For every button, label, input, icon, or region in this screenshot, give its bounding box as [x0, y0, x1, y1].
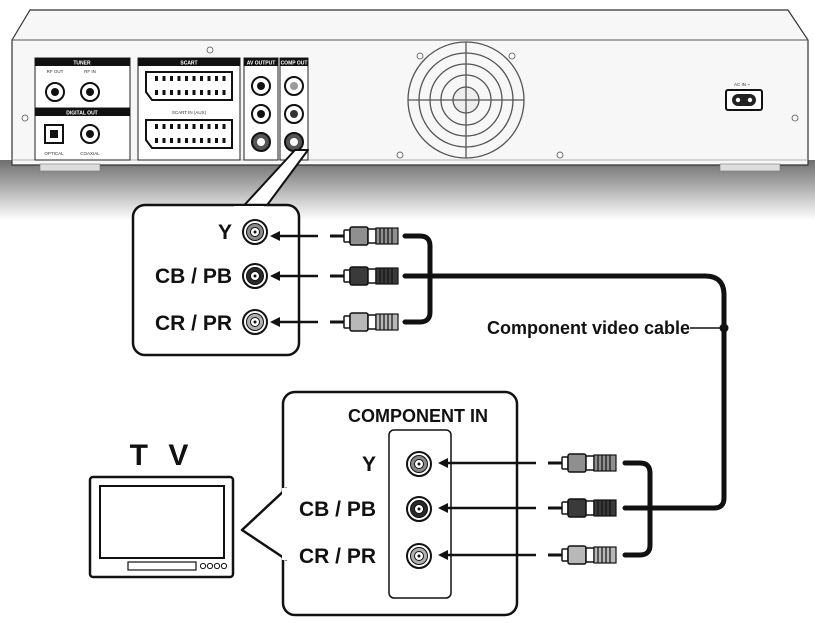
tv-cb-pb-label: CB / PB	[299, 498, 376, 521]
scart-label: SCART	[180, 61, 197, 67]
player-cr-pr-label: CR / PR	[155, 312, 232, 335]
tv-screen	[99, 485, 225, 559]
scart-aux-label: SCART IN (AUX)	[172, 110, 207, 115]
av-output-label: AV OUTPUT	[247, 61, 276, 67]
player-arrows	[278, 234, 318, 324]
player-y-label: Y	[218, 221, 232, 244]
tv-cr-pr-plug	[546, 544, 618, 566]
scart-pin	[185, 76, 188, 81]
scart-pin	[215, 138, 218, 143]
scart-pin	[215, 76, 218, 81]
scart-pin	[177, 124, 181, 129]
scart-pin	[162, 138, 166, 143]
scart-pin	[222, 138, 226, 143]
tv-title: T V	[130, 439, 195, 472]
dvd-player-rear: TUNER RF OUT RF IN DIGITAL OUT OPTICAL C…	[0, 9, 815, 220]
tv-set: T V	[88, 439, 235, 579]
scart-pin	[170, 124, 173, 129]
scart-pin	[177, 138, 181, 143]
component-in-title: COMPONENT IN	[348, 406, 488, 426]
scart-pin	[207, 124, 211, 129]
av-output-panel: AV OUTPUT	[243, 57, 279, 161]
tv-y-plug	[546, 452, 618, 474]
device-foot-left	[39, 163, 101, 172]
coaxial-label: COAXIAL	[80, 151, 100, 156]
player-cb-pb-jack	[242, 263, 268, 289]
scart-pin	[215, 90, 218, 95]
tv-callout: COMPONENT IN Y CB / PB CR / PR	[240, 390, 519, 617]
scart-pin	[170, 90, 173, 95]
scart-pin	[207, 76, 211, 81]
tv-arrows	[446, 461, 536, 557]
scart-pin	[222, 124, 226, 129]
player-cr-pr-jack	[242, 309, 268, 335]
digital-out-panel: DIGITAL OUT OPTICAL COAXIAL	[34, 107, 131, 161]
scart-pin	[155, 124, 158, 129]
ac-in-label: AC IN ~	[734, 82, 750, 87]
tv-cr-pr-label: CR / PR	[299, 545, 376, 568]
tv-y-jack	[406, 451, 432, 477]
scart-pin	[162, 90, 166, 95]
scart-pin	[170, 138, 173, 143]
scart-pin	[200, 138, 203, 143]
tv-buttons	[199, 562, 228, 570]
scart-pin	[162, 76, 166, 81]
scart-pin	[192, 138, 196, 143]
scart-pin	[207, 138, 211, 143]
tv-cb-pb-jack	[406, 496, 432, 522]
device-foot-right	[719, 163, 781, 172]
scart-pin	[192, 90, 196, 95]
scart-pin	[222, 76, 226, 81]
player-callout: Y CB / PB CR / PR	[131, 149, 309, 357]
scart-pin	[155, 138, 158, 143]
player-cb-pb-plug	[328, 265, 400, 287]
rf-out-label: RF OUT	[47, 69, 64, 74]
scart-pin	[215, 124, 218, 129]
scart-pin	[177, 90, 181, 95]
scart-panel: SCART SCART IN (AUX)	[137, 57, 241, 161]
scart-connector-2	[145, 119, 233, 149]
scart-pin	[185, 138, 188, 143]
rf-in-label: RF IN	[84, 69, 96, 74]
tv-control-strip	[127, 561, 197, 571]
tv-y-label: Y	[362, 453, 376, 476]
digital-out-label: DIGITAL OUT	[66, 111, 97, 117]
player-y-plug	[328, 225, 400, 247]
scart-pin	[200, 76, 203, 81]
tuner-label: TUNER	[73, 61, 91, 67]
fan-grille	[407, 41, 525, 159]
ac-in-socket: AC IN ~	[725, 82, 763, 111]
component-cable	[402, 233, 727, 558]
player-cb-pb-label: CB / PB	[155, 265, 232, 288]
comp-out-label: COMP OUT	[281, 61, 308, 67]
scart-pin	[185, 90, 188, 95]
scart-pin	[155, 76, 158, 81]
scart-pin	[192, 76, 196, 81]
tuner-panel: TUNER RF OUT RF IN	[34, 57, 131, 109]
optical-label: OPTICAL	[44, 151, 64, 156]
scart-pin	[200, 124, 203, 129]
player-y-jack	[242, 219, 268, 245]
scart-connector-1	[145, 71, 233, 101]
scart-pin	[155, 90, 158, 95]
scart-pin	[207, 90, 211, 95]
tv-cr-pr-jack	[406, 543, 432, 569]
scart-pin	[170, 76, 173, 81]
scart-pin	[192, 124, 196, 129]
comp-out-panel: COMP OUT	[279, 57, 309, 161]
player-cr-pr-plug	[328, 311, 400, 333]
scart-pin	[162, 124, 166, 129]
tv-cb-pb-plug	[546, 497, 618, 519]
component-cable-label: Component video cable	[487, 318, 690, 338]
scart-pin	[185, 124, 188, 129]
device-shadow	[0, 160, 815, 220]
scart-pin	[222, 90, 226, 95]
scart-pin	[200, 90, 203, 95]
scart-pin	[177, 76, 181, 81]
